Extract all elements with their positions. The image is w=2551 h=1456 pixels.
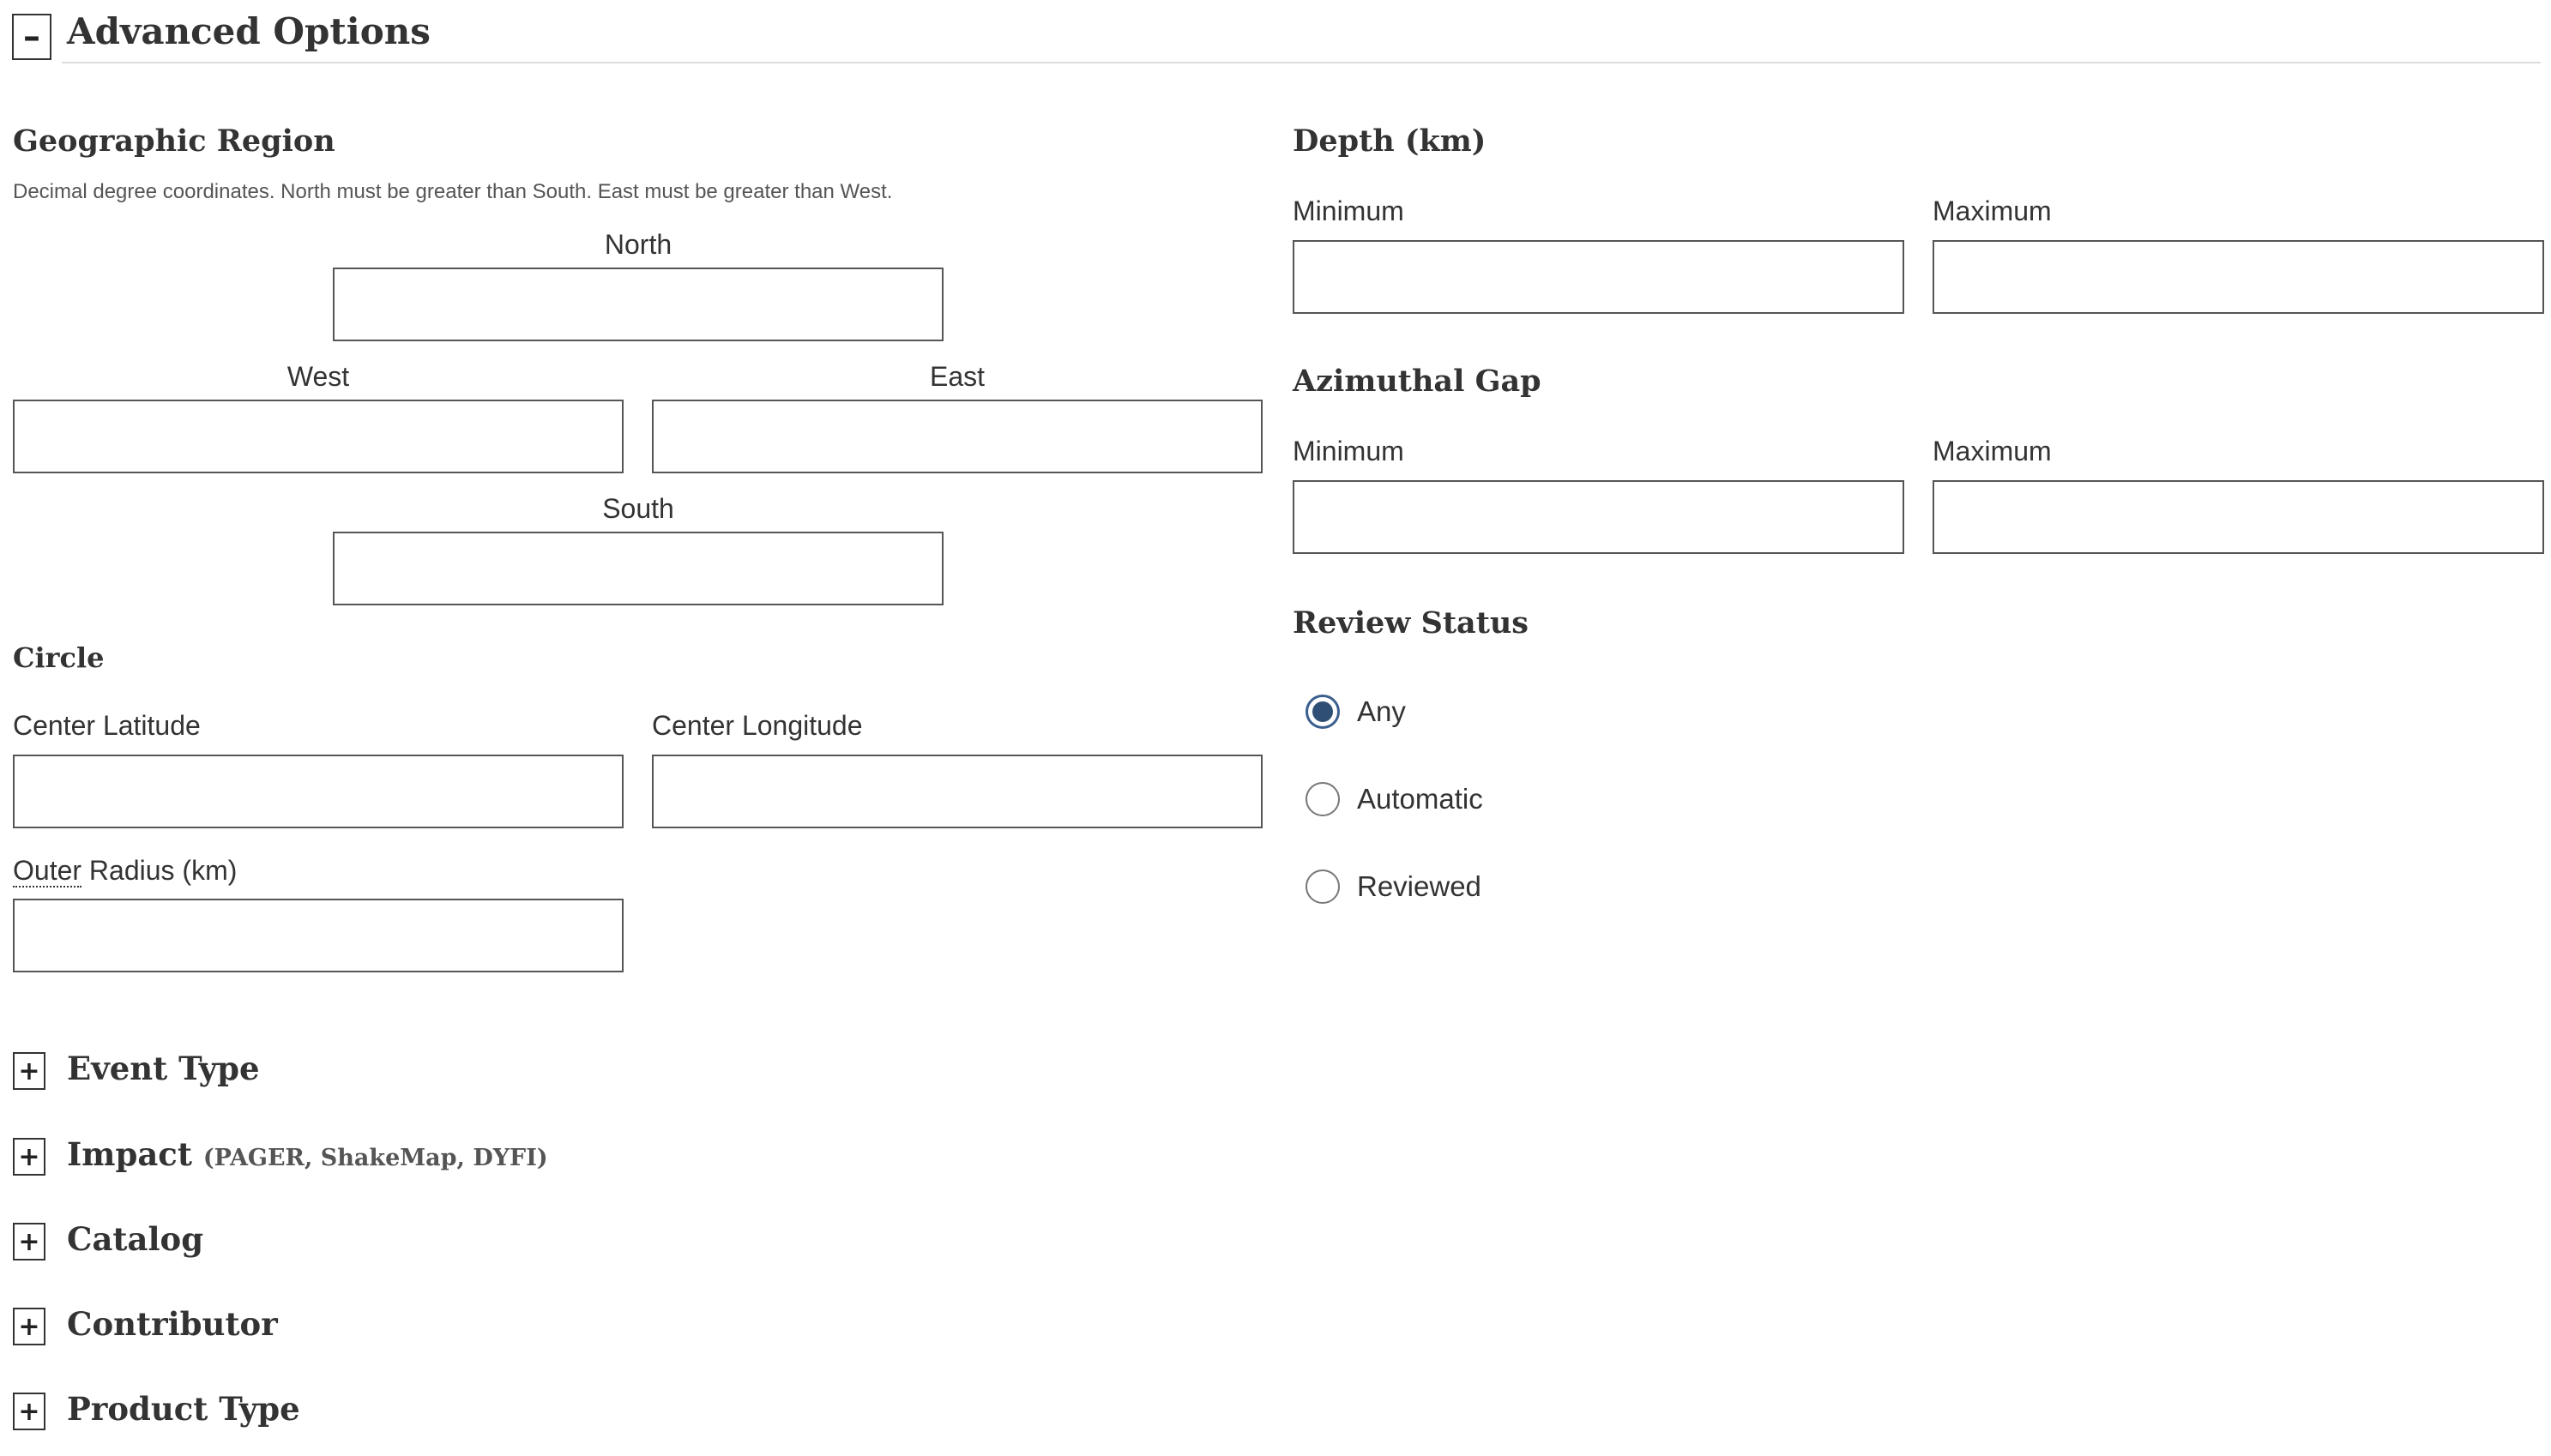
radio-label-any[interactable]: Any bbox=[1357, 695, 1406, 727]
depth-max-label: Maximum bbox=[1933, 196, 2052, 226]
radio-label-reviewed[interactable]: Reviewed bbox=[1357, 870, 1481, 902]
advanced-divider bbox=[62, 62, 2541, 63]
east-label: East bbox=[929, 361, 986, 392]
expand-event-type-toggle[interactable]: + bbox=[13, 1052, 45, 1090]
radio-reviewed[interactable] bbox=[1306, 869, 1340, 904]
expand-impact-toggle[interactable]: + bbox=[13, 1138, 45, 1176]
radio-automatic[interactable] bbox=[1306, 782, 1340, 816]
impact-subtitle: (PAGER, ShakeMap, DYFI) bbox=[202, 1145, 548, 1171]
product-type-title[interactable]: Product Type bbox=[67, 1390, 300, 1428]
azimuthal-min-input[interactable] bbox=[1293, 480, 1904, 554]
contributor-title[interactable]: Contributor bbox=[67, 1305, 278, 1343]
azimuthal-gap-heading: Azimuthal Gap bbox=[1293, 364, 1541, 399]
depth-min-input[interactable] bbox=[1293, 240, 1904, 314]
depth-min-label: Minimum bbox=[1293, 196, 1404, 226]
north-label: North bbox=[604, 229, 672, 260]
south-label: South bbox=[602, 493, 674, 524]
impact-title[interactable]: Impact (PAGER, ShakeMap, DYFI) bbox=[67, 1135, 548, 1173]
outer-radius-label: Outer Radius (km) bbox=[13, 855, 237, 887]
geographic-region-heading: Geographic Region bbox=[13, 123, 335, 159]
event-type-title[interactable]: Event Type bbox=[67, 1050, 260, 1087]
west-input[interactable] bbox=[13, 400, 624, 473]
expand-catalog-toggle[interactable]: + bbox=[13, 1223, 45, 1260]
depth-heading: Depth (km) bbox=[1293, 123, 1487, 159]
advanced-options-title[interactable]: Advanced Options bbox=[67, 10, 431, 52]
depth-max-input[interactable] bbox=[1933, 240, 2544, 314]
center-longitude-label: Center Longitude bbox=[652, 710, 863, 741]
outer-radius-rest: Radius (km) bbox=[81, 855, 238, 886]
outer-abbr: Outer bbox=[13, 855, 82, 887]
review-option-automatic[interactable]: Automatic bbox=[1306, 782, 1483, 816]
review-option-any[interactable]: Any bbox=[1306, 695, 1406, 729]
west-label: West bbox=[286, 361, 350, 392]
radio-label-automatic[interactable]: Automatic bbox=[1357, 783, 1483, 815]
review-option-reviewed[interactable]: Reviewed bbox=[1306, 869, 1481, 904]
azimuthal-max-input[interactable] bbox=[1933, 480, 2544, 554]
south-input[interactable] bbox=[333, 532, 944, 605]
expand-contributor-toggle[interactable]: + bbox=[13, 1308, 45, 1345]
center-latitude-input[interactable] bbox=[13, 755, 624, 828]
circle-heading: Circle bbox=[13, 641, 105, 674]
geographic-region-hint: Decimal degree coordinates. North must b… bbox=[13, 180, 893, 203]
review-status-heading: Review Status bbox=[1293, 605, 1529, 641]
north-input[interactable] bbox=[333, 268, 944, 341]
expand-product-type-toggle[interactable]: + bbox=[13, 1393, 45, 1430]
center-longitude-input[interactable] bbox=[652, 755, 1263, 828]
outer-radius-input[interactable] bbox=[13, 899, 624, 972]
radio-any[interactable] bbox=[1306, 695, 1340, 729]
east-input[interactable] bbox=[652, 400, 1263, 473]
azimuthal-min-label: Minimum bbox=[1293, 436, 1404, 466]
collapse-advanced-toggle[interactable]: – bbox=[12, 14, 51, 60]
center-latitude-label: Center Latitude bbox=[13, 710, 201, 741]
azimuthal-max-label: Maximum bbox=[1933, 436, 2052, 466]
catalog-title[interactable]: Catalog bbox=[67, 1220, 204, 1258]
impact-title-text: Impact bbox=[67, 1135, 192, 1173]
